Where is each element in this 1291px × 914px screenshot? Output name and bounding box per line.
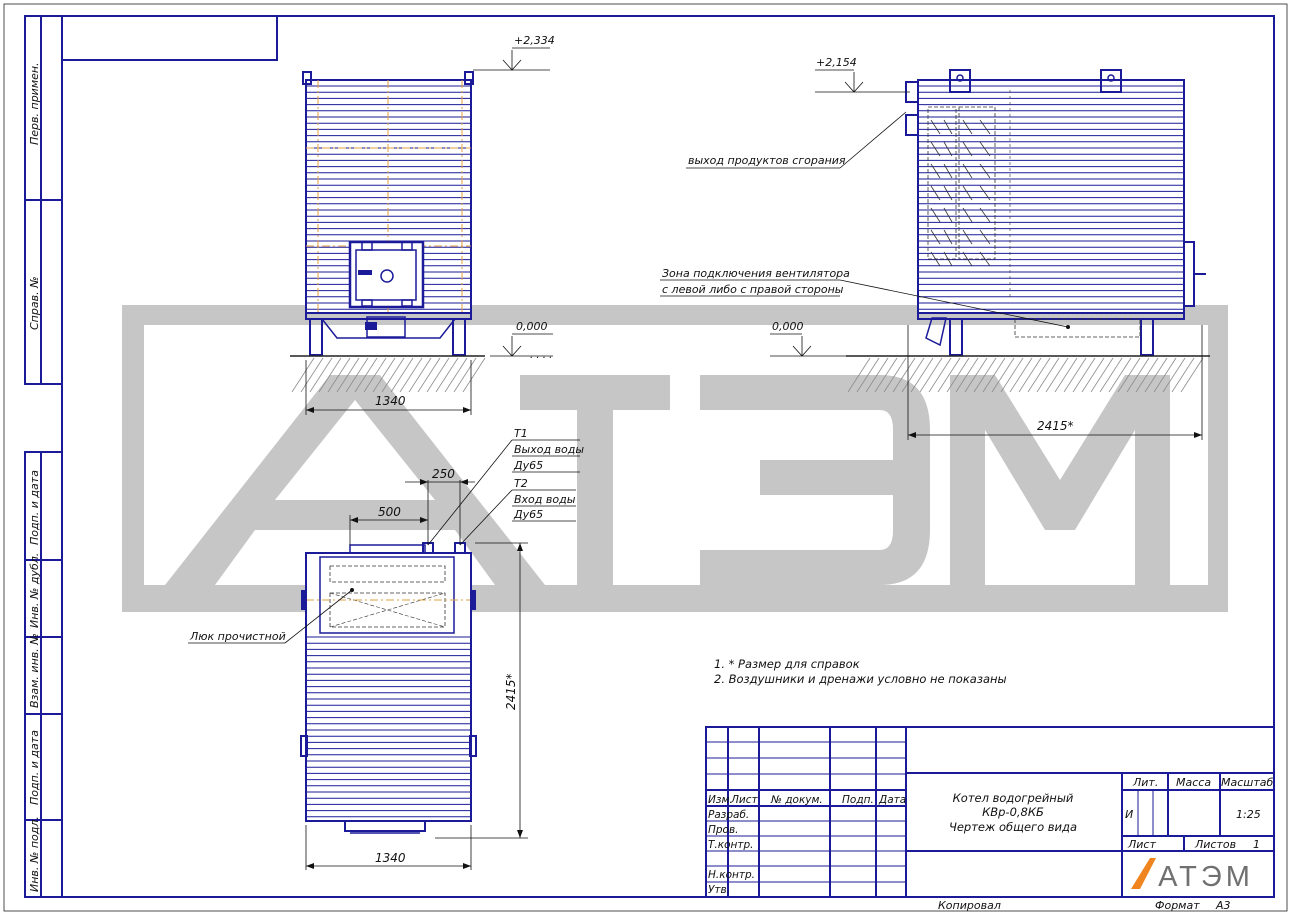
svg-text:. . . .: . . . . [530, 350, 552, 361]
tb-title-line2: КВр-0,8КБ [982, 805, 1044, 819]
cleaning-hatch-label: Люк прочистной [189, 630, 286, 643]
t2-desc: Вход воды [514, 493, 576, 506]
side-stamp-lower [24, 451, 63, 898]
title-block: Изм. Лист № докум. Подп. Дата Разраб. Пр… [705, 726, 1275, 912]
tb-kopiroval: Копировал [938, 899, 1001, 912]
t2-label: Т2 [514, 477, 528, 490]
t1-label: Т1 [514, 427, 528, 440]
side-length-dimension: 2415* [907, 325, 1203, 440]
dim-offset-500: 500 [378, 505, 401, 519]
elev-side-top-label: +2,154 [816, 56, 857, 69]
dim-plan-width: 1340 [375, 851, 406, 865]
note-2: 2. Воздушники и дренажи условно не показ… [714, 672, 1007, 686]
atem-logo: АТЭМ [1128, 855, 1269, 893]
tb-listov-label: Листов [1194, 838, 1236, 851]
tb-massa-label: Масса [1176, 776, 1211, 789]
tb-col-izm: Изм. [708, 794, 733, 806]
tb-listov-value: 1 [1253, 838, 1260, 851]
dim-side-length: 2415* [1037, 419, 1074, 433]
front-width-dimension: 1340 [305, 360, 472, 415]
tb-masshtab-value: 1:25 [1236, 808, 1261, 821]
tb-lit-value: И [1125, 808, 1133, 821]
dim-front-width: 1340 [375, 394, 406, 408]
stamp-vzam-inv: Взам. инв. № [28, 633, 41, 708]
exhaust-callout: выход продуктов сгорания [686, 111, 907, 169]
tb-title-line3: Чертеж общего вида [949, 820, 1077, 834]
t1-size: Ду65 [513, 459, 543, 472]
tb-format-value: А3 [1215, 899, 1231, 912]
note-1: 1. * Размер для справок [714, 657, 860, 671]
elev-front-top-label: +2,334 [514, 34, 555, 47]
front-view [290, 71, 486, 393]
cleaning-hatch-callout: Люк прочистной [188, 589, 353, 644]
tb-title-line1: Котел водогрейный [953, 791, 1074, 805]
side-view [846, 69, 1210, 393]
stamp-sprav-no: Справ. № [28, 276, 41, 330]
side-elevation-top: +2,154 [815, 56, 910, 93]
t1-callout: Т1 Выход воды Ду65 [427, 427, 584, 546]
tb-row-razrab: Разраб. [708, 809, 749, 821]
tb-lit-label: Лит. [1132, 776, 1158, 789]
tb-row-utv: Утв. [708, 884, 730, 896]
stamp-inv-podl: Инв. № подл. [28, 816, 41, 892]
plan-view [300, 542, 477, 834]
dim-offset-250: 250 [432, 467, 455, 481]
t2-size: Ду65 [513, 508, 543, 521]
tb-col-data: Дата [878, 794, 906, 806]
t1-desc: Выход воды [514, 443, 584, 456]
tb-format-label: Формат [1155, 899, 1200, 912]
tb-row-nkontr: Н.контр. [708, 869, 755, 881]
tb-row-tkontr: Т.контр. [708, 839, 754, 851]
stamp-podp-data-2: Подп. и дата [28, 730, 41, 805]
tb-col-doc: № докум. [770, 794, 823, 806]
notes: 1. * Размер для справок 2. Воздушники и … [714, 657, 1007, 686]
side-elevation-ground: 0,000 [770, 320, 846, 357]
dim-plan-length: 2415* [504, 673, 518, 710]
elev-side-ground-label: 0,000 [772, 320, 804, 333]
tb-row-prov: Пров. [708, 824, 739, 836]
stamp-podp-data-1: Подп. и дата [28, 470, 41, 545]
logo-text: АТЭМ [1158, 861, 1254, 893]
watermark [122, 305, 1228, 612]
offset-500-dimension: 500 [349, 480, 429, 545]
front-elevation-ground: 0,000 . . . . [490, 320, 553, 361]
plan-length-dimension: 2415* [435, 542, 528, 839]
stamp-inv-dubl: Инв. № дубл. [28, 553, 41, 628]
fan-zone-callout: Зона подключения вентилятора с левой либ… [660, 267, 1069, 328]
plan-width-dimension: 1340 [305, 825, 472, 870]
tb-col-list: Лист [730, 794, 758, 806]
fan-zone-line1: Зона подключения вентилятора [662, 267, 850, 280]
t2-callout: Т2 Вход воды Ду65 [459, 477, 576, 546]
front-elevation-top: +2,334 [473, 34, 555, 71]
stamp-perv-primen: Перв. примен. [28, 62, 41, 145]
tb-col-podp: Подп. [842, 794, 874, 806]
tb-masshtab-label: Масштаб [1221, 776, 1273, 789]
elev-front-ground-label: 0,000 [516, 320, 548, 333]
tb-list-label: Лист [1127, 838, 1156, 851]
fan-zone-line2: с левой либо с правой стороны [662, 283, 844, 296]
offset-250-dimension: 250 [405, 467, 475, 545]
exhaust-label: выход продуктов сгорания [688, 154, 846, 167]
